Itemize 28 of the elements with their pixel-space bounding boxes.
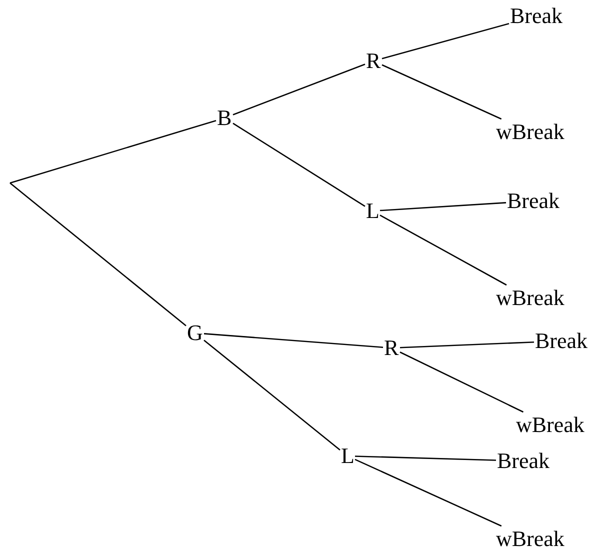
tree-node-label: G bbox=[187, 321, 203, 345]
tree-node-label: L bbox=[341, 444, 354, 468]
branch-line bbox=[380, 214, 507, 286]
branch-line bbox=[204, 340, 340, 450]
branch-line bbox=[232, 64, 366, 116]
branch-line bbox=[382, 22, 510, 60]
branch-line bbox=[382, 64, 502, 120]
tree-node-label: Break bbox=[535, 329, 588, 353]
tree-node-label: Break bbox=[497, 449, 550, 473]
branch-line bbox=[380, 202, 506, 212]
branch-line bbox=[10, 120, 216, 184]
tree-node-label: wBreak bbox=[496, 527, 564, 551]
tree-node-label: R bbox=[366, 49, 381, 73]
tree-node-label: Break bbox=[510, 4, 563, 28]
tree-node-label: R bbox=[384, 336, 399, 360]
branch-line bbox=[400, 341, 534, 348]
tree-node-label: wBreak bbox=[496, 286, 564, 310]
branch-line bbox=[10, 182, 186, 326]
branch-line bbox=[204, 333, 384, 348]
tree-node-label: Break bbox=[507, 189, 560, 213]
tree-node-label: B bbox=[217, 106, 232, 130]
tree-node-label: wBreak bbox=[496, 120, 564, 144]
tree-node-label: wBreak bbox=[516, 413, 584, 437]
branch-line bbox=[354, 458, 502, 527]
tree-node-label: L bbox=[366, 199, 380, 223]
branch-line bbox=[400, 352, 524, 413]
branch-line bbox=[354, 456, 496, 461]
branch-line bbox=[232, 122, 366, 207]
